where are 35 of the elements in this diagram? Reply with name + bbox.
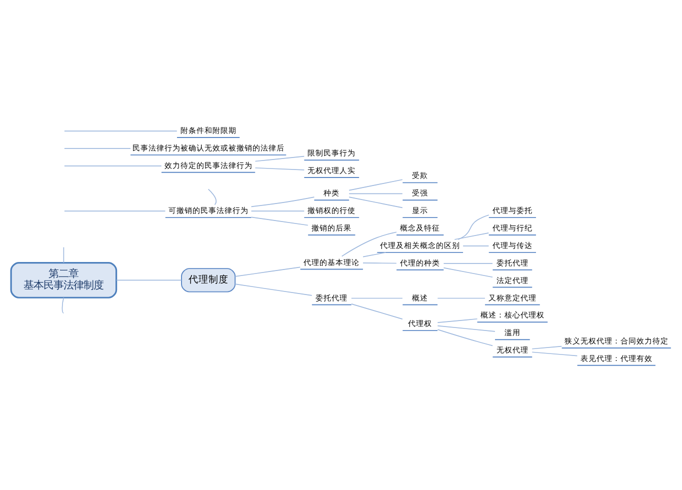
connector [351,304,403,320]
connector [362,252,386,258]
connector [116,280,182,281]
connector [443,262,493,264]
connector [351,298,403,299]
connector [437,329,493,346]
connector [208,188,217,206]
connector [64,165,162,166]
connector [250,210,305,212]
connector [234,284,312,296]
connector [532,352,578,356]
node-box: 第二章 基本民事法律制度 [10,262,118,298]
connector [362,262,397,264]
connector [64,148,131,149]
connector [62,297,64,314]
connector [443,267,493,278]
connector [64,210,166,212]
connector [254,167,305,170]
connector [348,196,403,208]
node-box: 代理制度 [181,268,236,292]
connector [250,216,308,226]
connector [437,325,496,332]
connector [250,196,315,208]
connector [532,346,562,350]
connector [64,130,178,132]
connector [454,232,490,240]
connector [458,214,490,240]
connector [437,318,478,323]
connector [63,246,64,264]
connector [348,193,403,194]
connector [254,156,305,162]
connector [437,298,486,299]
connector [341,232,397,257]
connector [348,179,403,191]
connector [234,266,301,277]
